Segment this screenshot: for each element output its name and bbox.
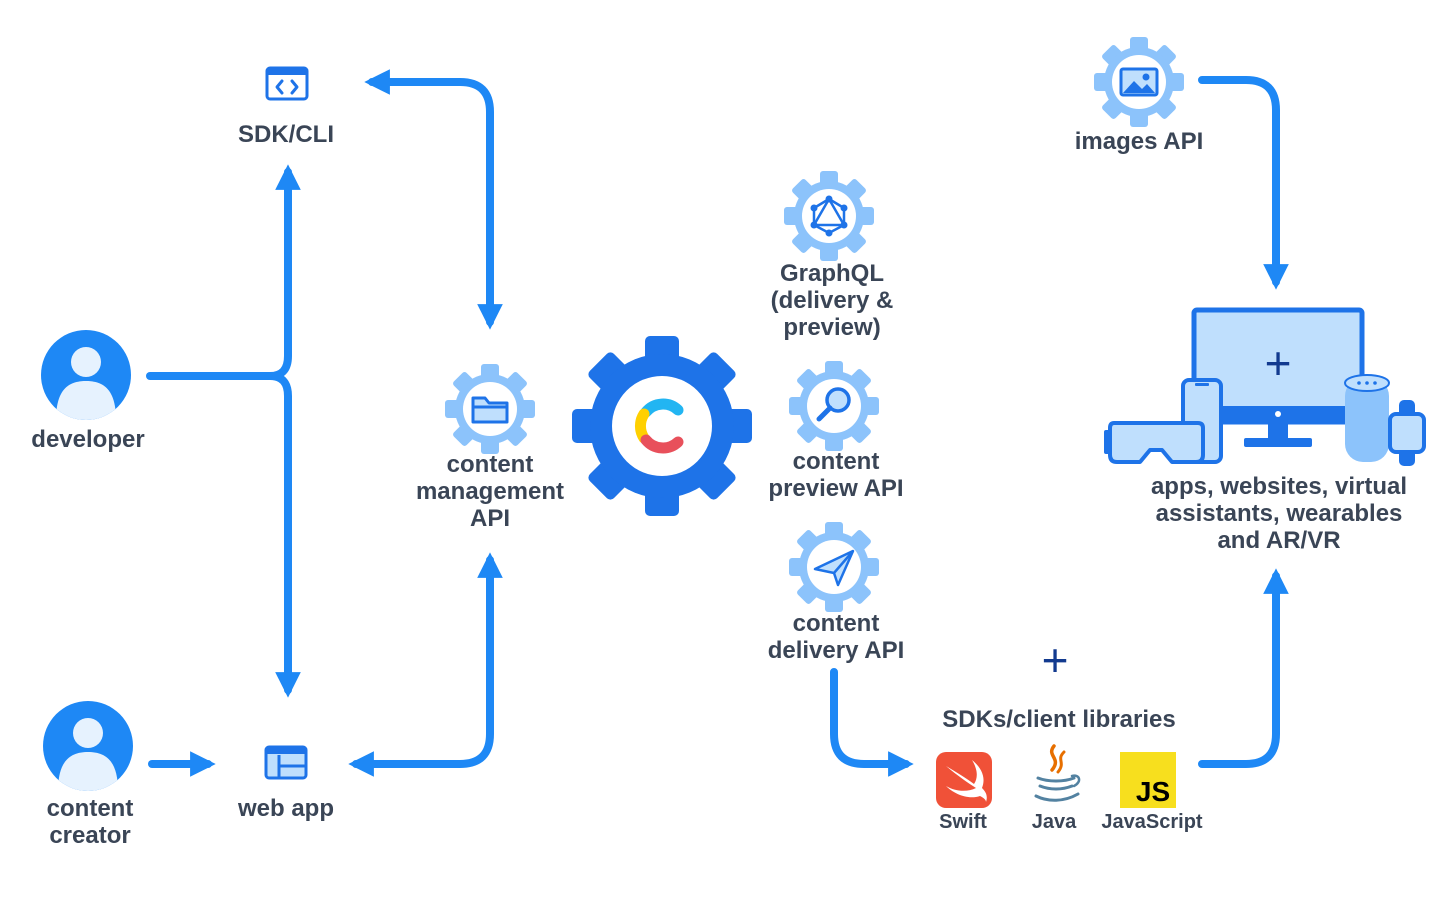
java-label: Java [1031, 811, 1077, 833]
arrow-web-app-management [348, 552, 503, 777]
browser-window-icon [264, 745, 308, 780]
images-api-label: images API [1074, 128, 1204, 155]
arrow-to-web-app [266, 372, 301, 698]
arrow-delivery-to-sdks [830, 668, 914, 777]
monitor-plus-sign: + [1265, 337, 1292, 389]
image-gear-icon [1094, 37, 1184, 127]
code-window-icon [265, 66, 309, 101]
folder-gear-icon [445, 364, 535, 454]
web-app-label: web app [237, 795, 334, 822]
sdk-plus-sign: + [1042, 634, 1069, 686]
javascript-badge: JS [1136, 776, 1170, 807]
swift-logo-icon [936, 752, 992, 808]
content-creator-avatar [43, 701, 133, 791]
sdk-cli-label: SDK/CLI [238, 121, 334, 148]
arrow-images-to-outputs [1198, 76, 1289, 290]
arrow-to-sdk-cli [266, 164, 301, 380]
sdks-title: SDKs/client libraries [942, 706, 1176, 733]
javascript-logo-icon: JS [1120, 752, 1176, 808]
swift-label: Swift [939, 811, 987, 833]
java-logo-icon [1034, 744, 1081, 802]
contentful-logo-gear-icon [572, 336, 752, 516]
graphql-label: GraphQL(delivery &preview) [770, 260, 894, 341]
paper-plane-gear-icon [789, 522, 879, 612]
javascript-label: JavaScript [1101, 811, 1203, 833]
developer-label: developer [31, 426, 145, 453]
arrow-sdk-cli-management [364, 69, 503, 330]
magnifier-gear-icon [789, 361, 879, 451]
devices-icon [1104, 307, 1426, 466]
graphql-gear-icon [784, 171, 874, 261]
developer-avatar [41, 330, 131, 420]
arrow-sdks-to-outputs [1198, 568, 1289, 768]
